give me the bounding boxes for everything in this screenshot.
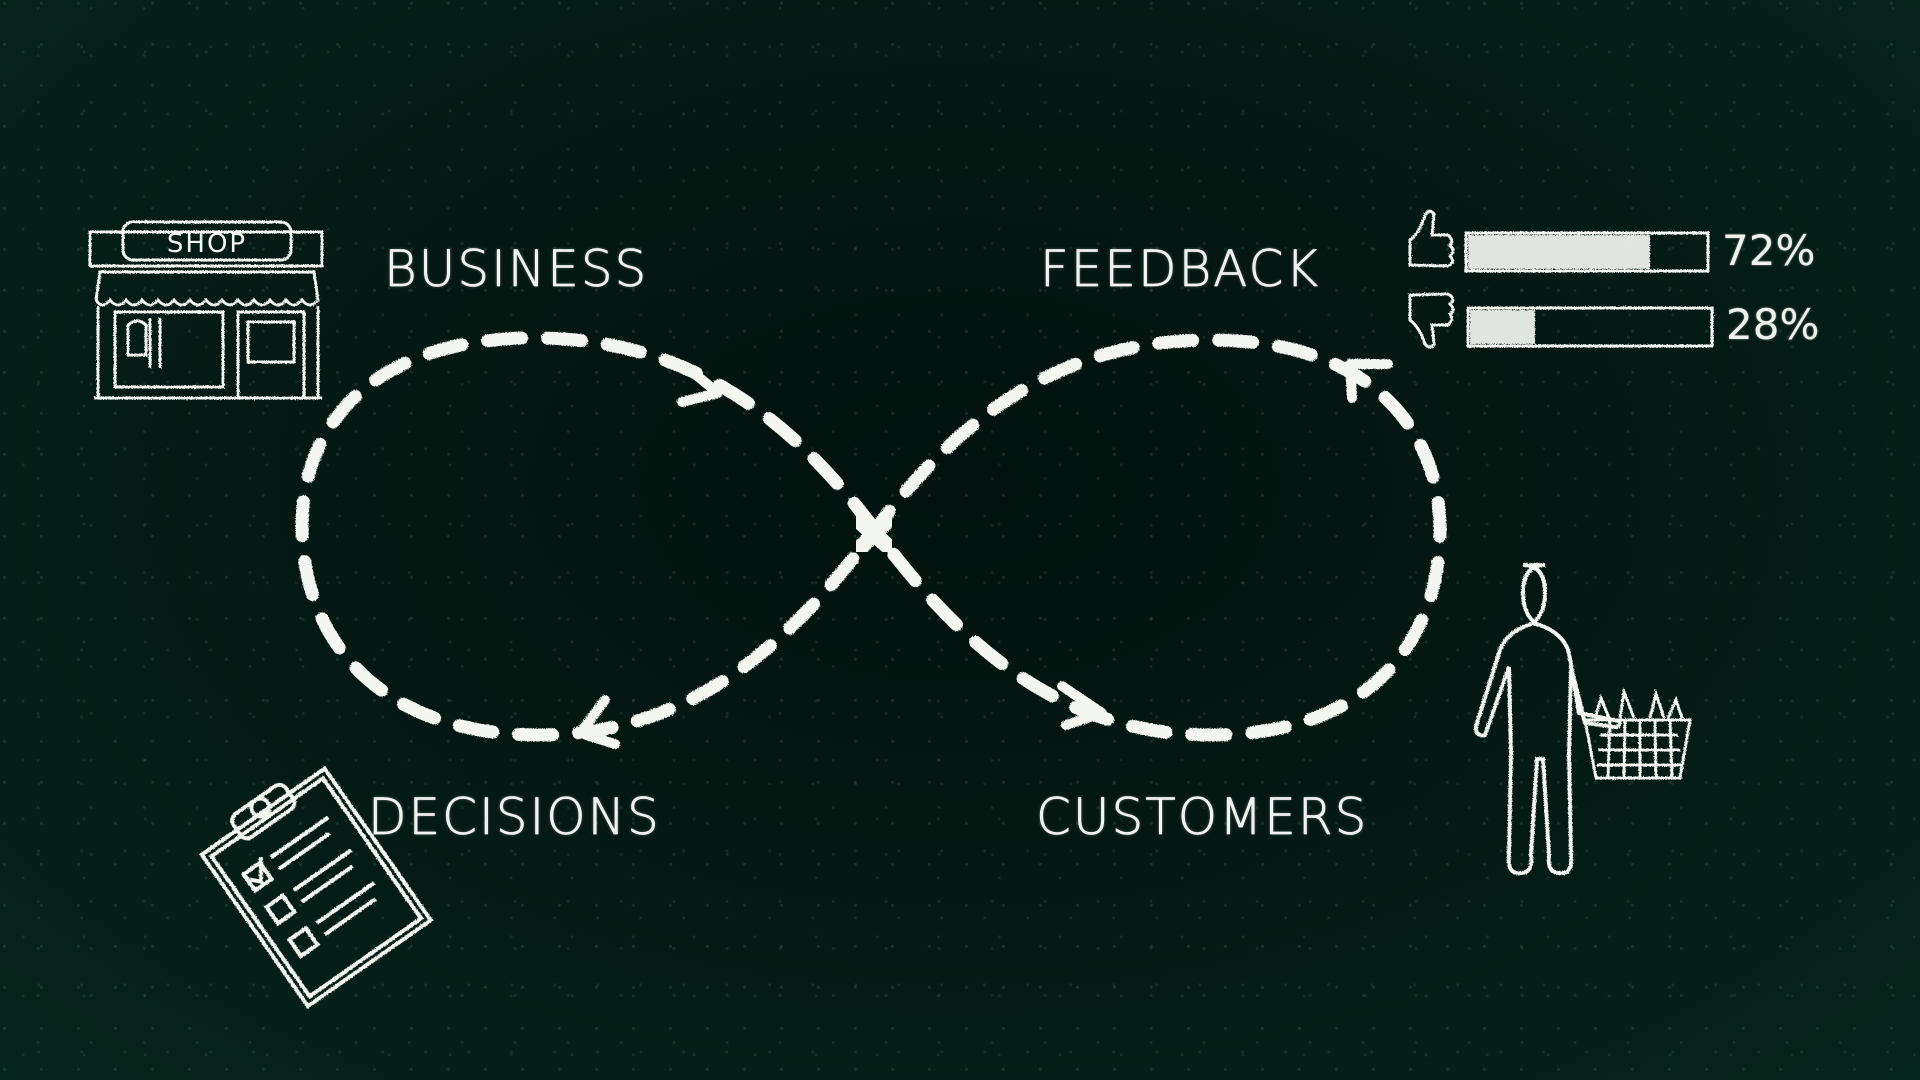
thumbs-down-icon — [1408, 292, 1455, 349]
clipboard-checklist-icon — [198, 765, 434, 1009]
decisions-label: DECISIONS — [368, 788, 661, 847]
shopping-basket-icon — [1583, 686, 1692, 780]
thumbs-up-icon — [1408, 209, 1455, 268]
feedback-label: FEEDBACK — [1040, 240, 1321, 299]
customer-person-icon — [1474, 563, 1622, 876]
arrow-business-to-center-icon — [677, 365, 723, 407]
business-label: BUSINESS — [384, 240, 649, 299]
arrow-heads — [575, 359, 1393, 749]
negative-feedback-percent: 28% — [1726, 300, 1820, 349]
arrow-to-customers-icon — [1057, 681, 1107, 730]
arrow-to-decisions-icon — [575, 695, 620, 749]
shop-icon — [88, 220, 324, 400]
shop-sign-text: SHOP — [167, 229, 247, 259]
feedback-bars — [1464, 231, 1714, 348]
positive-feedback-percent: 72% — [1722, 226, 1816, 275]
customers-label: CUSTOMERS — [1036, 788, 1369, 847]
crossing-x-icon — [850, 510, 898, 558]
arrow-to-feedback-icon — [1345, 359, 1393, 403]
